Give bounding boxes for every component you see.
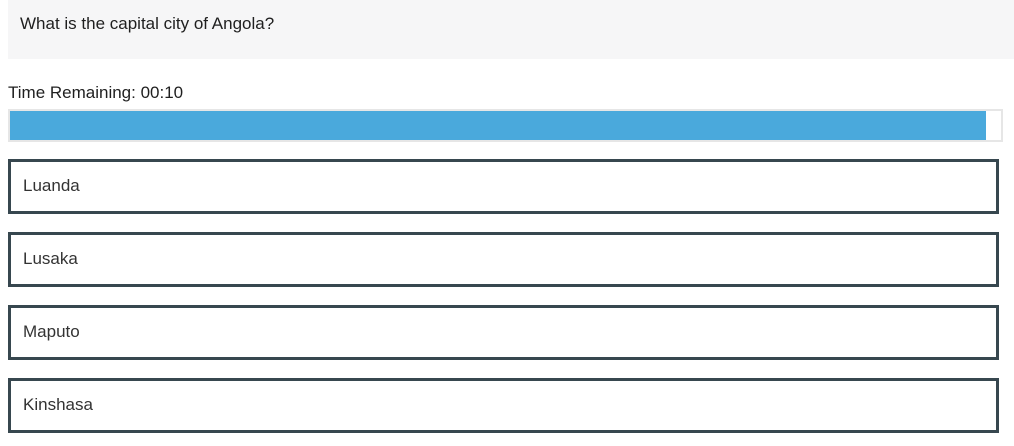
timer-label: Time Remaining: 00:10: [8, 83, 184, 102]
answer-option-label: Lusaka: [23, 249, 78, 268]
answer-option-luanda[interactable]: Luanda: [8, 159, 999, 214]
timer-progress-fill: [10, 111, 987, 140]
answer-option-label: Maputo: [23, 322, 80, 341]
answer-option-label: Luanda: [23, 176, 80, 195]
question-text: What is the capital city of Angola?: [20, 14, 275, 33]
answer-option-label: Kinshasa: [23, 395, 93, 414]
question-panel: What is the capital city of Angola?: [8, 0, 1014, 59]
timer-progress-bar: [8, 109, 1003, 142]
answer-option-lusaka[interactable]: Lusaka: [8, 232, 999, 287]
answer-option-maputo[interactable]: Maputo: [8, 305, 999, 360]
answer-option-kinshasa[interactable]: Kinshasa: [8, 378, 999, 433]
